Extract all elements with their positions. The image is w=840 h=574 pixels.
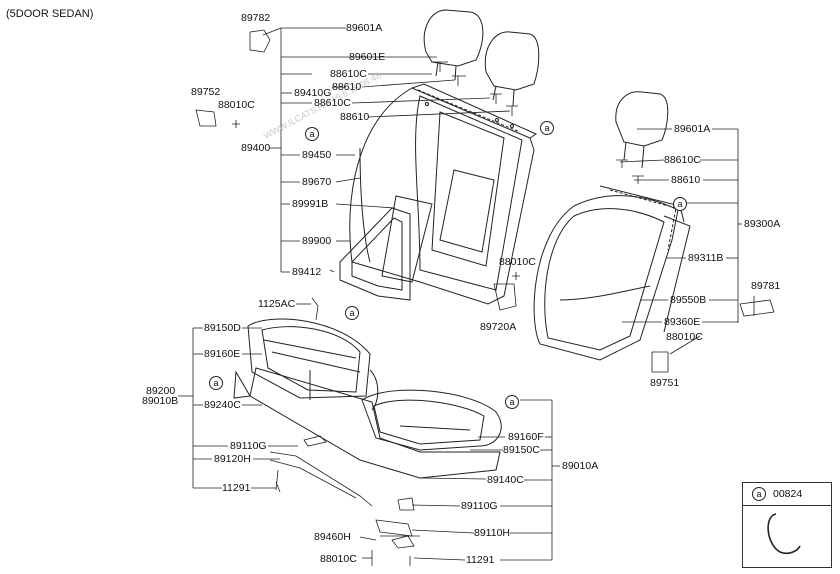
hook-icon (767, 513, 801, 555)
part-label[interactable]: 88610C (314, 97, 351, 109)
part-label[interactable]: 89720A (480, 321, 517, 333)
part-label[interactable]: 89601A (674, 123, 711, 135)
part-label[interactable]: 89460H (314, 531, 351, 543)
part-label[interactable]: 89150C (503, 444, 540, 456)
headrest-left (423, 9, 484, 81)
part-label[interactable]: 89300A (744, 218, 781, 230)
part-label[interactable]: 89991B (292, 198, 329, 210)
part-label[interactable]: 1125AC (258, 298, 296, 310)
part-label[interactable]: 89120H (214, 453, 251, 465)
seat-cushion (233, 318, 502, 479)
part-label[interactable]: 89240C (204, 399, 241, 411)
page-title: (5DOOR SEDAN) (6, 8, 94, 20)
part-label[interactable]: 89900 (302, 235, 332, 247)
leader-lines-rear-back-left (262, 27, 511, 273)
part-label[interactable]: 89412 (292, 266, 322, 278)
legend-box: a 00824 (742, 482, 832, 568)
part-label[interactable]: 89752 (191, 86, 221, 98)
headrest-right (615, 91, 669, 169)
legend-divider (743, 505, 831, 506)
callout-marker: a (345, 306, 359, 320)
part-label[interactable]: 88610C (664, 154, 701, 166)
part-label[interactable]: 89010B (142, 395, 179, 407)
callout-marker: a (209, 376, 223, 390)
part-label[interactable]: 89782 (241, 12, 271, 24)
part-label[interactable]: 89010A (562, 460, 599, 472)
part-label[interactable]: 89450 (302, 149, 332, 161)
headrest-center (484, 31, 540, 107)
part-label[interactable]: 89110H (474, 527, 511, 539)
part-label[interactable]: 89670 (302, 176, 332, 188)
part-label[interactable]: 89160E (204, 348, 241, 360)
leader-lines-cushion (178, 303, 560, 561)
part-label[interactable]: 88610 (332, 81, 362, 93)
part-label[interactable]: 11291 (466, 554, 495, 566)
hardware-items (195, 29, 775, 566)
part-label[interactable]: 11291 (222, 482, 251, 494)
part-label[interactable]: 89140C (487, 474, 524, 486)
part-label[interactable]: 88010C (666, 331, 703, 343)
part-label[interactable]: 88610 (671, 174, 701, 186)
part-label[interactable]: 88010C (218, 99, 255, 111)
callout-marker: a (505, 395, 519, 409)
part-label[interactable]: 89360E (664, 316, 701, 328)
callout-marker: a (540, 121, 554, 135)
legend-marker: a (752, 487, 766, 501)
part-label[interactable]: 88610C (330, 68, 367, 80)
seat-back-left (349, 83, 538, 305)
part-label[interactable]: 89311B (688, 252, 724, 264)
part-label[interactable]: 89550B (670, 294, 707, 306)
part-label[interactable]: 89110G (461, 500, 498, 512)
legend-part-number[interactable]: 00824 (773, 488, 803, 500)
part-label[interactable]: 88010C (499, 256, 536, 268)
part-label[interactable]: 89601A (346, 22, 383, 34)
leader-lines-rear-back-right (619, 128, 755, 355)
callout-marker: a (305, 127, 319, 141)
part-label[interactable]: 89110G (230, 440, 267, 452)
frame-wire-left (269, 435, 373, 507)
part-label[interactable]: 88010C (320, 553, 357, 565)
part-label[interactable]: 89400 (241, 142, 271, 154)
part-label[interactable]: 89160F (508, 431, 544, 443)
armrest-assembly (339, 195, 433, 301)
part-label[interactable]: 89601E (349, 51, 386, 63)
seat-back-right (533, 185, 691, 361)
part-label[interactable]: 89150D (204, 322, 241, 334)
part-label[interactable]: 88610 (340, 111, 370, 123)
part-label[interactable]: 89410G (294, 87, 332, 99)
part-label[interactable]: 89751 (650, 377, 680, 389)
frame-wire-right (375, 497, 420, 549)
part-label[interactable]: 89781 (751, 280, 781, 292)
callout-marker: a (673, 197, 687, 211)
part-label[interactable]: 89200 (146, 385, 176, 397)
